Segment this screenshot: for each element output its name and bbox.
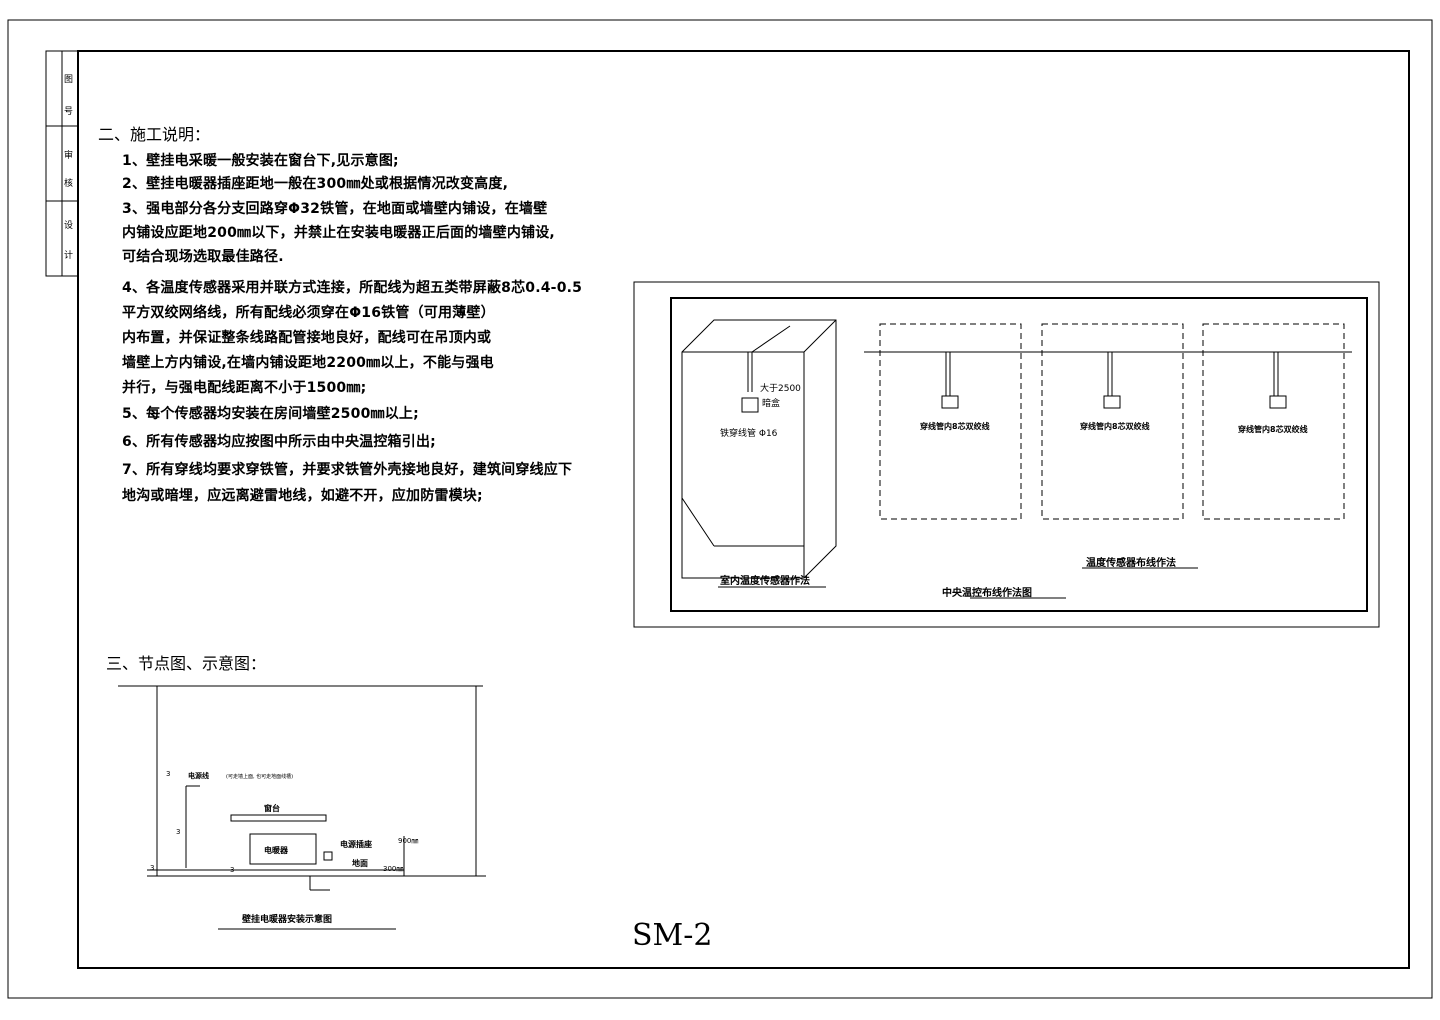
note-line: 内布置，并保证整条线路配管接地良好，配线可在吊顶内或 bbox=[122, 330, 492, 346]
dim-mark: 3 bbox=[230, 866, 235, 874]
title-block-label: 核 bbox=[64, 179, 74, 189]
note-line: 3、强电部分各分支回路穿Φ32铁管，在地面或墙壁内铺设，在墙壁 bbox=[122, 201, 548, 217]
dim-mark: 3 bbox=[166, 770, 171, 778]
title-block-strip bbox=[45, 50, 79, 277]
box-label-bottom: 暗盒 bbox=[762, 399, 781, 409]
title-block-label: 审 bbox=[64, 151, 74, 161]
note-line: 4、各温度传感器采用并联方式连接，所配线为超五类带屏蔽8芯0.4-0.5 bbox=[122, 280, 583, 296]
note-line: 7、所有穿线均要求穿铁管，并要求铁管外壳接地良好，建筑间穿线应下 bbox=[122, 462, 573, 478]
note-line: 2、壁挂电暖器插座距地一般在300㎜处或根据情况改变高度, bbox=[122, 176, 509, 192]
room-3 bbox=[1202, 323, 1345, 520]
install-caption: 壁挂电暖器安装示意图 bbox=[242, 915, 333, 925]
outer-border bbox=[7, 19, 1433, 999]
room-label: 穿线管内8芯双绞线 bbox=[1238, 425, 1308, 434]
heater-label: 电暖器 bbox=[264, 846, 288, 855]
wiring-diagram-frame bbox=[633, 281, 1380, 628]
dim-mark: 3 bbox=[150, 864, 155, 872]
dim-300-label: 300㎜ bbox=[383, 865, 404, 873]
note-line: 6、所有传感器均应按图中所示由中央温控箱引出; bbox=[122, 434, 436, 450]
note-line: 并行，与强电配线距离不小于1500㎜; bbox=[122, 380, 367, 396]
pipe-label: 铁穿线管 Φ16 bbox=[720, 429, 778, 439]
note-line: 1、壁挂电采暖一般安装在窗台下,见示意图; bbox=[122, 153, 399, 169]
title-block-label: 图 bbox=[64, 75, 74, 85]
room-label: 穿线管内8芯双绞线 bbox=[1080, 422, 1150, 431]
section3-heading: 三、节点图、示意图： bbox=[106, 654, 267, 673]
room-2 bbox=[1041, 323, 1184, 520]
ground-label: 地面 bbox=[352, 859, 368, 868]
room-label: 穿线管内8芯双绞线 bbox=[920, 422, 990, 431]
note-line: 地沟或暗埋，应远离避雷地线，如避不开，应加防雷模块; bbox=[122, 488, 483, 504]
note-line: 内铺设应距地200㎜以下，并禁止在安装电暖器正后面的墙壁内铺设, bbox=[122, 225, 555, 241]
socket-label: 电源插座 bbox=[340, 840, 372, 849]
install-diagram bbox=[118, 685, 486, 891]
title-block-label: 号 bbox=[64, 107, 74, 117]
title-block-label: 设 bbox=[64, 221, 74, 231]
sheet-number: SM-2 bbox=[632, 918, 713, 953]
power-line-note: (可走墙上面, 也可走地面线槽) bbox=[226, 774, 294, 780]
note-line: 可结合现场选取最佳路径. bbox=[122, 249, 284, 265]
dim-900-label: 900㎜ bbox=[398, 837, 419, 845]
note-line: 墙壁上方内铺设,在墙内铺设距地2200㎜以上，不能与强电 bbox=[122, 355, 494, 371]
caption-sensor: 温度传感器布线作法 bbox=[1086, 558, 1176, 569]
room-1 bbox=[879, 323, 1022, 520]
section2-heading: 二、施工说明： bbox=[98, 125, 211, 144]
dim-mark: 3 bbox=[176, 828, 181, 836]
inner-border bbox=[77, 50, 1410, 969]
box-label-top: 大于2500 bbox=[760, 384, 801, 394]
title-block-label: 计 bbox=[64, 251, 74, 261]
caption-main: 中央温控布线作法图 bbox=[942, 588, 1032, 599]
note-line: 平方双绞网络线，所有配线必须穿在Φ16铁管（可用薄壁） bbox=[122, 305, 495, 321]
caption-indoor: 室内温度传感器作法 bbox=[720, 576, 810, 587]
note-line: 5、每个传感器均安装在房间墙壁2500㎜以上; bbox=[122, 406, 419, 422]
window-sill-label: 窗台 bbox=[264, 804, 280, 813]
power-line-label: 电源线 bbox=[188, 772, 209, 780]
indoor-sensor-box bbox=[681, 319, 837, 579]
